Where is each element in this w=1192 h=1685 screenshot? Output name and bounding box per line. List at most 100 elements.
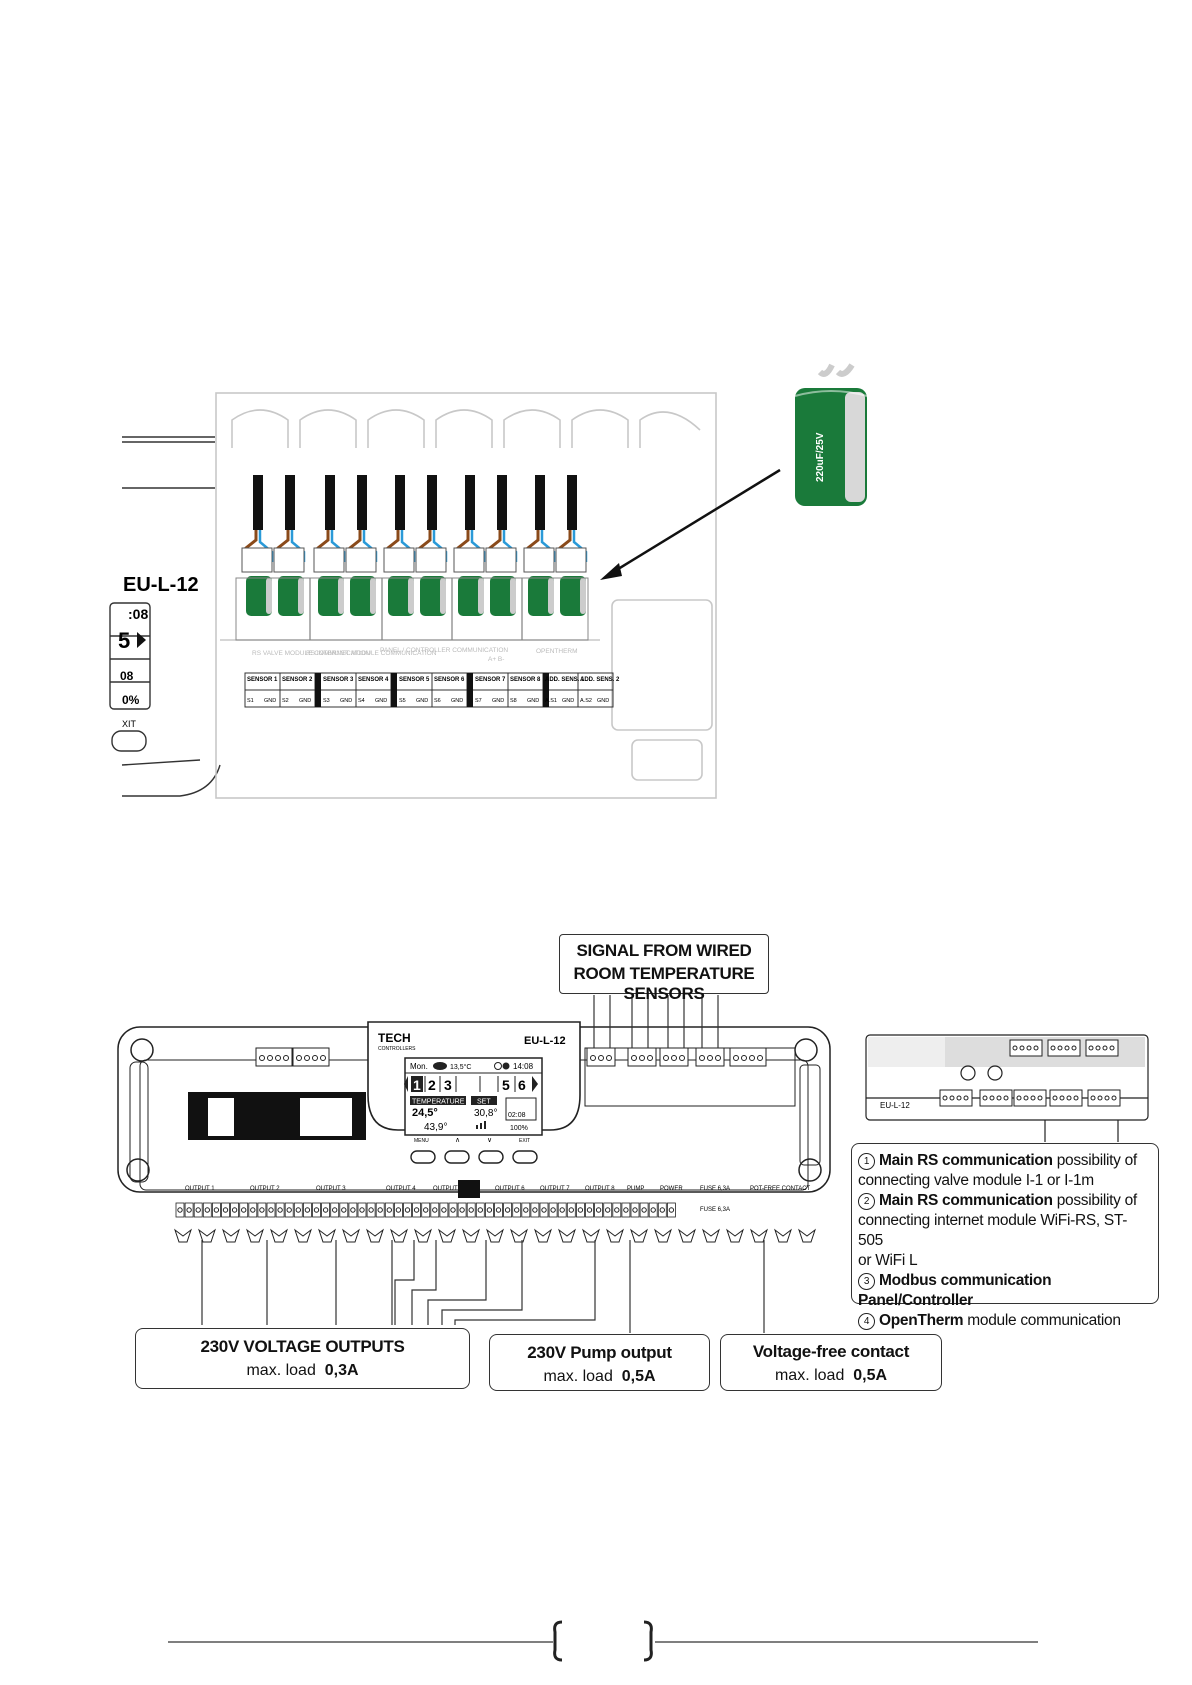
capacitor-band xyxy=(478,578,484,614)
terminal-screw xyxy=(1073,1095,1079,1101)
legend-num-1: 1 xyxy=(858,1153,875,1170)
model-label-top: EU-L-12 xyxy=(123,574,199,596)
capacitor xyxy=(420,576,446,616)
separator-block xyxy=(391,673,397,707)
output-terminal xyxy=(193,1202,203,1218)
voltage-outputs-callout: 230V VOLTAGE OUTPUTS max. load 0,3A xyxy=(135,1328,470,1389)
lcd-zone-6: 6 xyxy=(518,1077,526,1093)
lcd-zone-3: 3 xyxy=(444,1077,452,1093)
output-label: FUSE 6,3A xyxy=(700,1186,730,1192)
up-button[interactable] xyxy=(444,1150,470,1164)
output-terminal xyxy=(521,1202,531,1218)
mounting-clip xyxy=(630,1228,648,1243)
down-button[interactable] xyxy=(478,1150,504,1164)
terminal-screw xyxy=(1090,1095,1096,1101)
output-terminal xyxy=(557,1202,567,1218)
signal-line-2: ROOM TEMPERATURE SENSORS xyxy=(573,964,755,1003)
terminal-label: S5 xyxy=(399,698,406,704)
output-terminal xyxy=(403,1202,412,1218)
capacitor-band xyxy=(298,578,304,614)
output-label: POWER xyxy=(660,1186,683,1192)
output-terminal xyxy=(284,1202,294,1218)
terminal-screw xyxy=(663,1055,669,1061)
flame-icon xyxy=(502,1062,510,1070)
screw-terminal xyxy=(313,547,345,573)
display-frag-exit: XIT xyxy=(122,719,137,729)
output-terminal xyxy=(202,1202,212,1218)
mounting-clip xyxy=(246,1228,264,1243)
terminal-screw xyxy=(1019,1045,1025,1051)
terminal-screw xyxy=(1016,1095,1022,1101)
terminal-screw xyxy=(1037,1095,1043,1101)
output-terminal xyxy=(211,1202,221,1218)
terminal-screw xyxy=(577,1207,584,1213)
sensor-column-label: SENSOR 3 xyxy=(323,677,354,683)
output-terminal xyxy=(430,1202,440,1218)
output-terminal xyxy=(603,1202,613,1218)
cable-sheath xyxy=(325,475,335,530)
capacitor-band xyxy=(408,578,414,614)
output-terminal xyxy=(348,1202,358,1218)
output-terminal xyxy=(221,1202,230,1218)
screw-terminal xyxy=(555,547,587,573)
output-terminal xyxy=(302,1202,312,1218)
display-frag-battery: 0% xyxy=(122,693,140,707)
sensor-terminal-area xyxy=(584,1047,796,1107)
terminal-label: GND xyxy=(597,698,609,704)
output-terminal xyxy=(576,1202,585,1218)
zone-arrow-icon xyxy=(137,632,146,648)
terminal-screw xyxy=(441,1207,447,1213)
legend-text-1: possibility of xyxy=(1052,1152,1138,1169)
terminal-screw xyxy=(982,1095,988,1101)
set-label-bg xyxy=(471,1096,497,1105)
lcd-timer: 02:08 xyxy=(508,1112,526,1119)
cloud-icon xyxy=(433,1062,447,1070)
terminal-screw xyxy=(659,1207,665,1213)
menu-button[interactable] xyxy=(410,1150,436,1164)
terminal-screw xyxy=(647,1055,653,1061)
mounting-clip xyxy=(582,1228,600,1243)
output-terminal xyxy=(503,1202,513,1218)
terminal-label: S7 xyxy=(475,698,482,704)
inset-terminal-block xyxy=(1013,1089,1047,1107)
output-terminal xyxy=(512,1202,522,1218)
output-terminal xyxy=(175,1202,185,1218)
exit-button[interactable] xyxy=(512,1150,538,1164)
pump-output-title: 230V Pump output xyxy=(527,1343,672,1362)
output-terminal xyxy=(466,1202,476,1218)
sensor-column-label: SENSOR 5 xyxy=(399,677,430,683)
output-terminal xyxy=(339,1202,349,1218)
output-terminal xyxy=(612,1202,622,1218)
inset-terminal-block xyxy=(1047,1039,1081,1057)
terminal-label: GND xyxy=(451,698,463,704)
legend-line3-2: or WiFi L xyxy=(858,1252,918,1269)
sensor-column-label: ADD. SENS. 2 xyxy=(580,677,620,683)
cable-sheath xyxy=(567,475,577,530)
terminal-label: S8 xyxy=(510,698,517,704)
callout-line xyxy=(394,1240,415,1325)
top-terminal-blocks xyxy=(255,1047,767,1067)
zone-1-bg xyxy=(411,1076,423,1092)
pump-output-callout: 230V Pump output max. load 0,5A xyxy=(489,1334,710,1391)
output-terminal xyxy=(494,1202,503,1218)
terminal-screw xyxy=(641,1207,647,1213)
callout-line xyxy=(411,1240,437,1325)
terminal-screw xyxy=(707,1055,713,1061)
screw-terminal xyxy=(241,547,273,573)
terminal-screw xyxy=(699,1055,705,1061)
terminal-label: GND xyxy=(416,698,428,704)
output-terminal xyxy=(439,1202,449,1218)
output-terminal xyxy=(621,1202,631,1218)
output-label: OUTPUT 2 xyxy=(250,1186,280,1192)
terminal-screw xyxy=(514,1207,520,1213)
output-label: OUTPUT 6 xyxy=(495,1186,525,1192)
output-terminal xyxy=(667,1202,676,1218)
terminal-screw xyxy=(320,1055,326,1061)
terminal-screw xyxy=(650,1207,656,1213)
capacitor xyxy=(388,576,414,616)
capacitor-band xyxy=(266,578,272,614)
terminal-screw xyxy=(495,1207,502,1213)
terminal-screw xyxy=(195,1207,201,1213)
